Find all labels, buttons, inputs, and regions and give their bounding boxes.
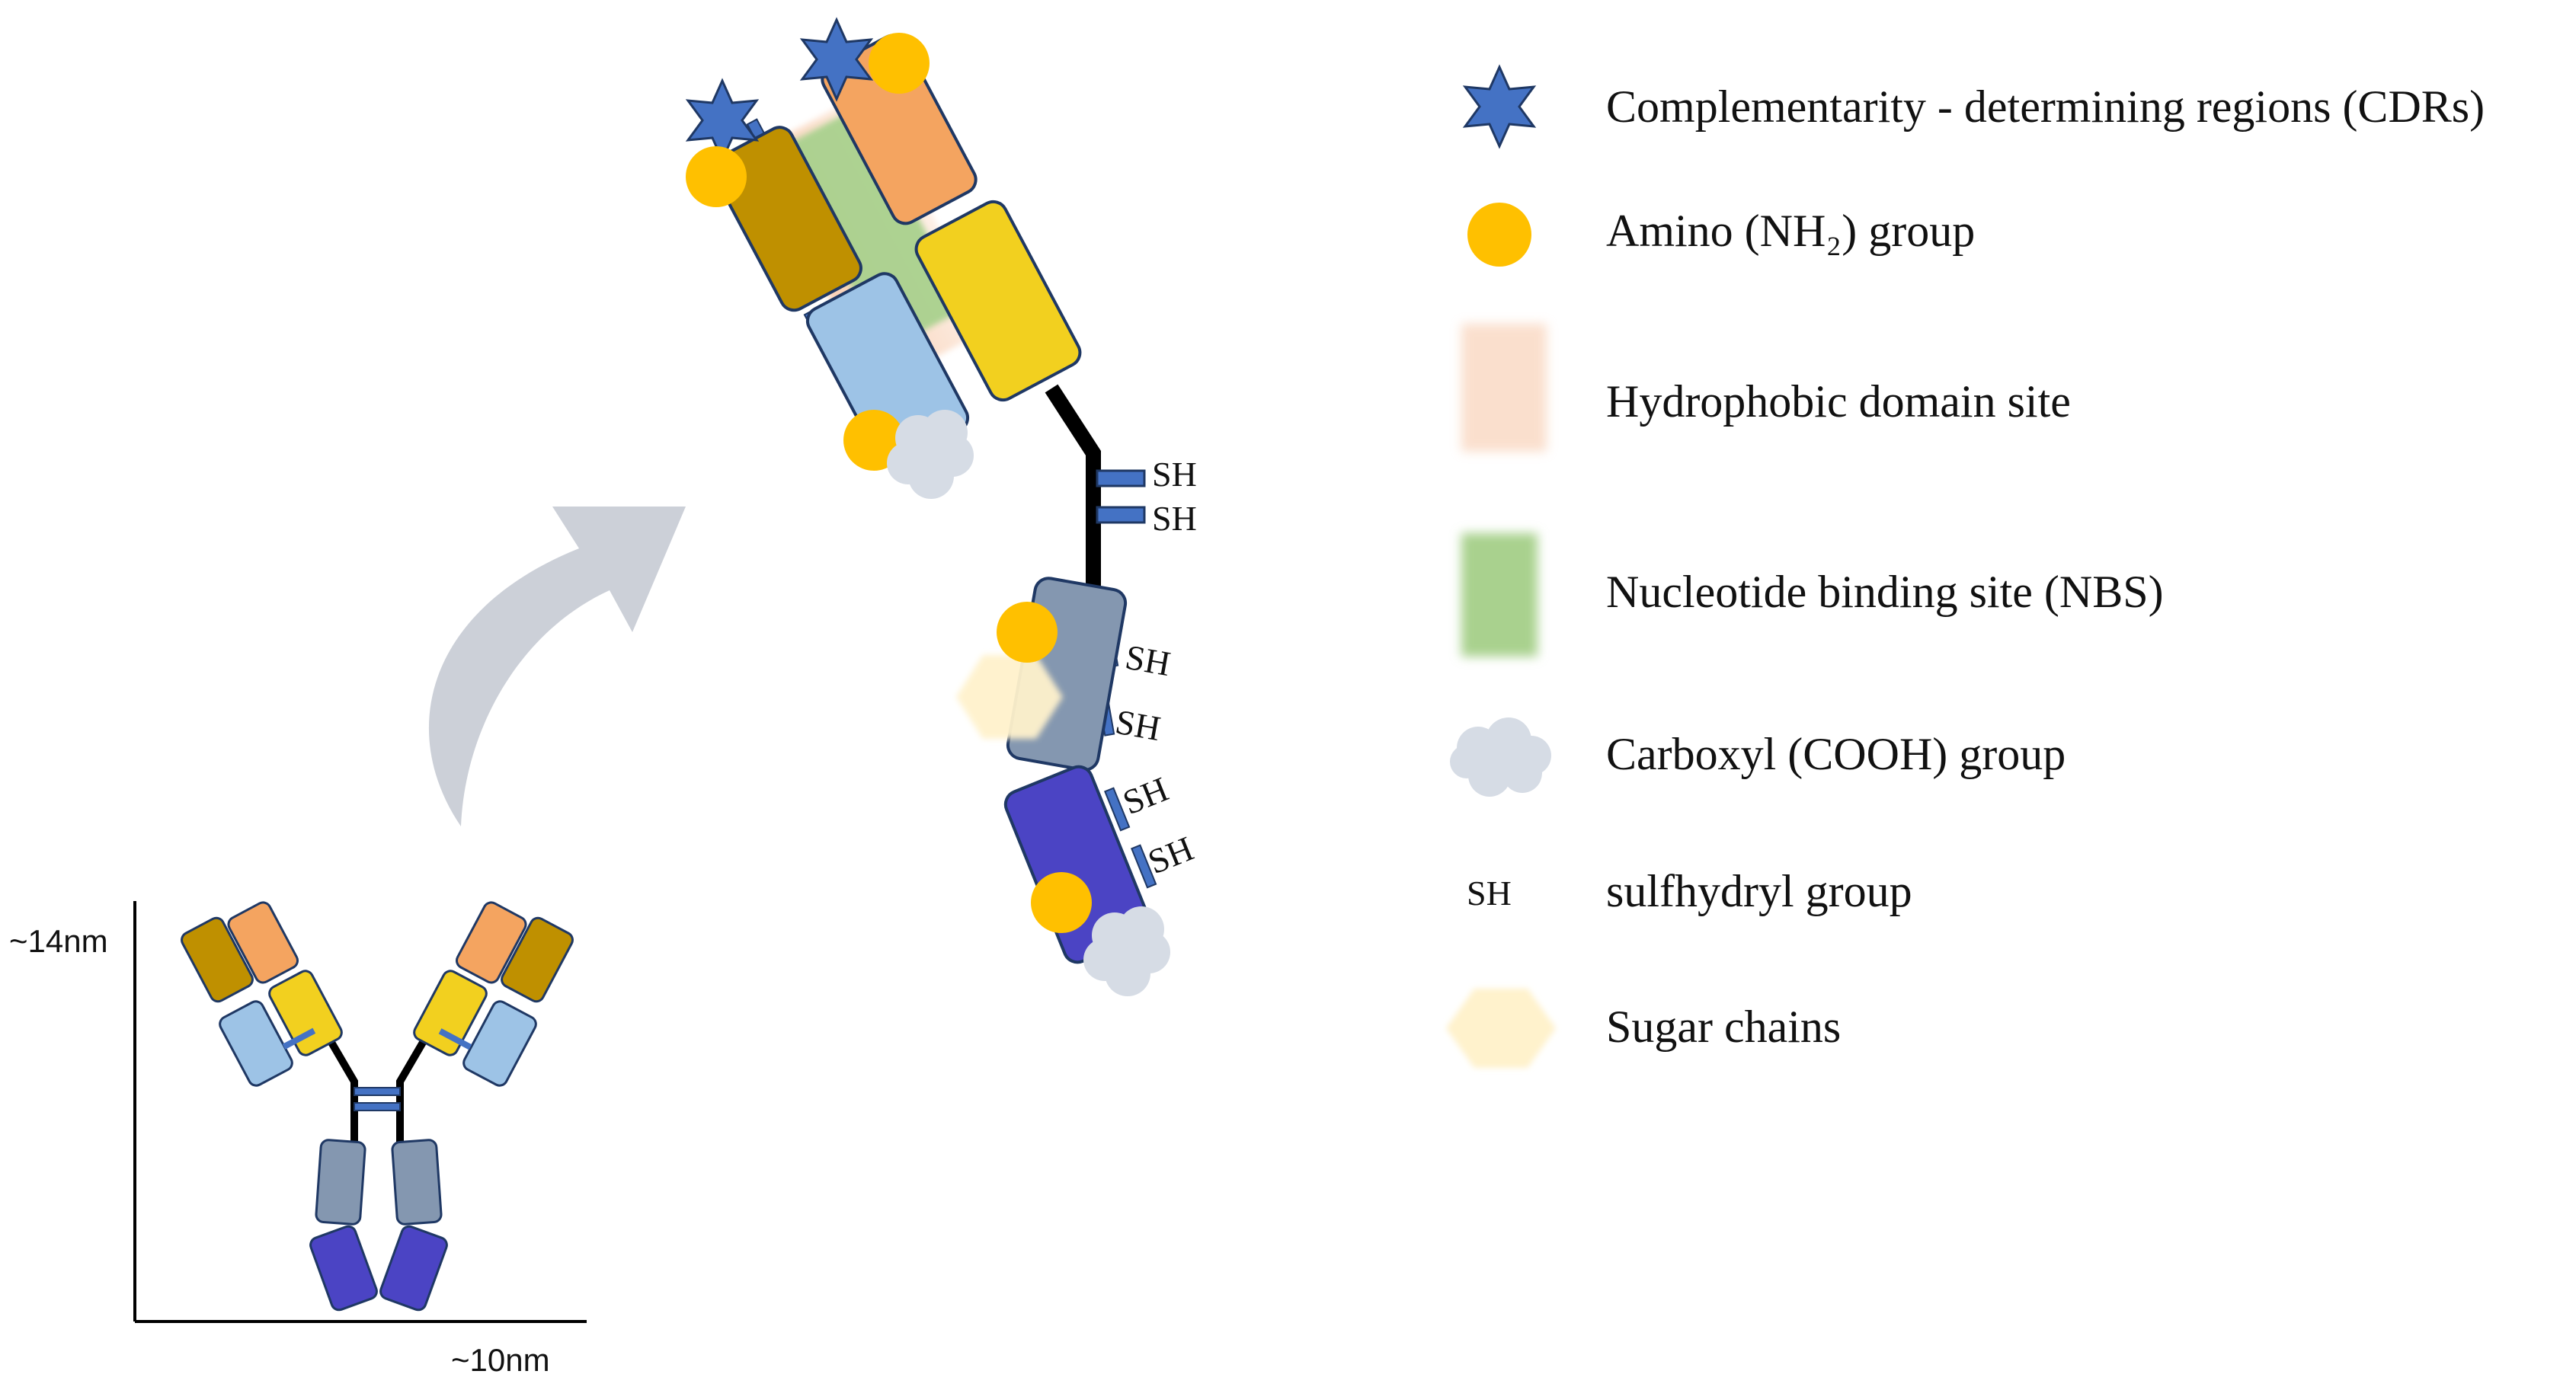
amino-dot-icon bbox=[1467, 203, 1531, 267]
light-constant-domain bbox=[914, 200, 1082, 402]
carboxyl-group bbox=[887, 410, 974, 499]
sh-label: SH bbox=[1152, 455, 1197, 494]
legend-label-amino: Amino (NH₂) group bbox=[1606, 206, 1975, 256]
legend-label-cdr: Complementarity - determining regions (C… bbox=[1606, 81, 2485, 132]
sh-label: SH bbox=[1122, 638, 1173, 683]
nucleotide-swatch-icon bbox=[1461, 533, 1538, 657]
carboxyl-group bbox=[1083, 906, 1170, 996]
amino-group bbox=[686, 146, 747, 207]
hinge-disulfide-bonds: SH SH bbox=[1096, 455, 1197, 538]
vh-domain bbox=[711, 126, 862, 312]
legend: Complementarity - determining regions (C… bbox=[1446, 64, 2485, 1068]
large-half-antibody: SH SH SH SH SH SH bbox=[685, 17, 1198, 996]
height-label: ~14nm bbox=[9, 923, 108, 959]
sugar-hexagon-icon bbox=[1446, 989, 1556, 1068]
small-fc bbox=[309, 1139, 448, 1312]
width-label: ~10nm bbox=[451, 1342, 550, 1378]
amino-group bbox=[869, 33, 930, 94]
hydrophobic-swatch-icon bbox=[1461, 324, 1547, 452]
small-left-arm bbox=[181, 901, 343, 1087]
hinge-stem bbox=[1045, 384, 1101, 586]
sh-label: SH bbox=[1152, 499, 1197, 538]
sh-text-icon: SH bbox=[1467, 874, 1512, 912]
small-right-arm bbox=[413, 901, 574, 1087]
sh-label: SH bbox=[1112, 702, 1163, 748]
legend-label-carboxyl: Carboxyl (COOH) group bbox=[1606, 729, 2066, 779]
carboxyl-cloud-icon bbox=[1450, 717, 1551, 797]
cdr-star bbox=[799, 17, 874, 102]
sh-label: SH bbox=[1118, 769, 1174, 822]
legend-label-hydrophobic: Hydrophobic domain site bbox=[1606, 376, 2071, 427]
legend-label-sulfhydryl: sulfhydryl group bbox=[1606, 866, 1912, 916]
legend-label-nucleotide: Nucleotide binding site (NBS) bbox=[1606, 567, 2164, 617]
amino-group bbox=[997, 602, 1058, 663]
amino-group bbox=[1031, 872, 1092, 933]
small-hinge bbox=[324, 1034, 430, 1150]
zoom-arrow bbox=[428, 507, 686, 826]
legend-label-sugar: Sugar chains bbox=[1606, 1002, 1841, 1052]
nucleotide-site bbox=[778, 106, 967, 351]
small-antibody-figure: ~14nm ~10nm bbox=[9, 901, 587, 1378]
sugar-chain bbox=[956, 655, 1063, 739]
star-icon bbox=[1462, 64, 1537, 149]
